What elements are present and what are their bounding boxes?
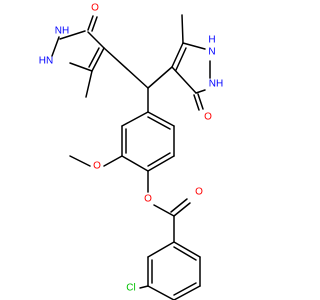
molecule-svg: NH HN O N H NH O O O O Cl bbox=[39, 3, 223, 300]
bond bbox=[147, 155, 175, 172]
bond bbox=[51, 36, 60, 57]
bond bbox=[153, 204, 175, 217]
bond bbox=[87, 31, 105, 49]
bond bbox=[170, 198, 188, 213]
atom-label-N: N bbox=[208, 47, 215, 58]
bond bbox=[171, 66, 197, 94]
bond bbox=[91, 47, 105, 72]
bond bbox=[173, 202, 191, 217]
bond bbox=[91, 16, 98, 32]
bond bbox=[103, 155, 123, 167]
atom-label-O-ester: O bbox=[144, 194, 152, 205]
bond bbox=[59, 30, 86, 40]
bond bbox=[173, 246, 197, 261]
bond bbox=[103, 47, 149, 89]
bond bbox=[88, 47, 100, 68]
atom-label-O-carbonyl: O bbox=[195, 187, 203, 198]
atom-label-Cl: Cl bbox=[126, 283, 135, 294]
atom-label-O-methoxy: O bbox=[93, 161, 101, 172]
atom-label-HN: HN bbox=[39, 56, 53, 67]
bond bbox=[181, 14, 184, 44]
bond bbox=[139, 285, 149, 289]
atom-label-NH: NH bbox=[55, 26, 69, 37]
bond bbox=[121, 111, 149, 127]
atom-label-O: O bbox=[91, 3, 99, 14]
bond bbox=[173, 282, 197, 296]
bond bbox=[173, 285, 201, 300]
bond bbox=[69, 62, 93, 72]
bond bbox=[175, 47, 187, 71]
molecule-structure-diagram: NH HN O N H NH O O O O Cl bbox=[39, 3, 223, 300]
bond bbox=[195, 89, 206, 94]
atom-label-NH-right: NH bbox=[209, 79, 223, 90]
bond bbox=[147, 116, 171, 130]
bond bbox=[193, 94, 200, 111]
bond bbox=[173, 241, 201, 258]
bond bbox=[171, 42, 184, 68]
bond bbox=[147, 241, 175, 258]
bond bbox=[182, 42, 206, 50]
bond bbox=[87, 15, 94, 31]
bond bbox=[147, 285, 175, 300]
bond bbox=[147, 152, 171, 167]
atom-label-H: H bbox=[208, 35, 215, 46]
bond bbox=[147, 66, 173, 89]
bond bbox=[121, 155, 149, 172]
atom-label-O-right: O bbox=[204, 112, 212, 123]
bond bbox=[69, 155, 91, 167]
bond bbox=[147, 111, 175, 127]
bond bbox=[85, 70, 93, 98]
bond bbox=[197, 93, 204, 110]
